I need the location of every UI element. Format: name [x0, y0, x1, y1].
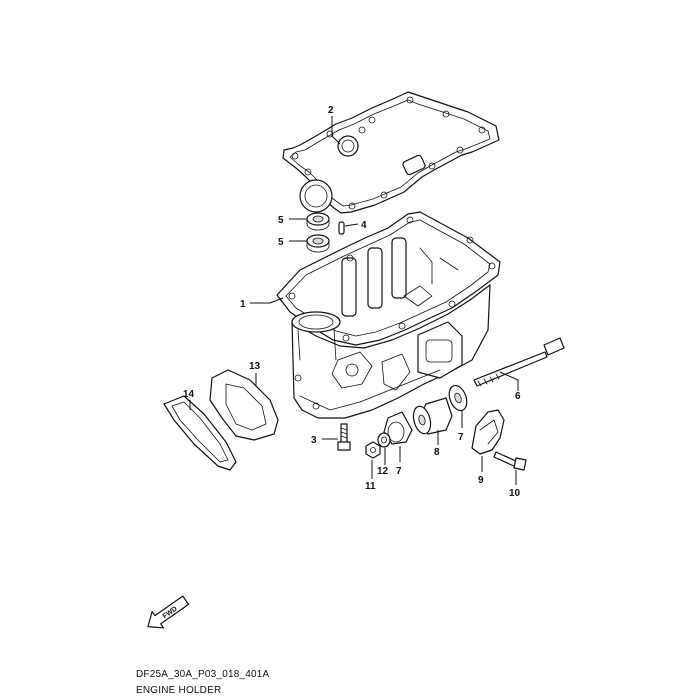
callout-14: 14 [183, 389, 195, 400]
drawing-code: DF25A_30A_P03_018_401A [136, 669, 270, 680]
nut-part [365, 441, 381, 459]
callout-3: 3 [311, 435, 317, 446]
callout-1: 1 [240, 299, 246, 310]
callout-5-upper: 5 [278, 215, 284, 226]
callout-7-lower: 7 [396, 466, 402, 477]
through-bolt-part [473, 337, 565, 387]
oil-seal-upper [306, 212, 330, 231]
washer-part [377, 432, 391, 448]
callout-labels: 2 5 4 5 1 13 6 14 7 3 8 12 7 9 11 10 [183, 105, 521, 499]
gasket-part [282, 91, 500, 214]
callout-11: 11 [365, 481, 376, 492]
clamp-bolt-part [493, 451, 527, 471]
cover-seal-part [163, 395, 237, 471]
callout-4: 4 [361, 220, 367, 231]
forward-direction-arrow: FWD [147, 595, 190, 629]
callout-12: 12 [377, 466, 389, 477]
rubber-mount-part [412, 397, 453, 435]
mount-clamp-part [471, 409, 505, 455]
holder-cover-part [209, 369, 279, 441]
callout-7-upper: 7 [458, 432, 464, 443]
leader-lines [189, 116, 519, 485]
callout-10: 10 [509, 488, 521, 499]
dowel-pin-part [338, 221, 345, 235]
oil-seal-lower [306, 234, 330, 253]
callout-8: 8 [434, 447, 440, 458]
drawing-title: ENGINE HOLDER [136, 685, 222, 696]
callout-5-lower: 5 [278, 237, 284, 248]
bolt-part [337, 423, 351, 451]
callout-9: 9 [478, 475, 484, 486]
mount-cap-lower [383, 411, 413, 445]
callout-13: 13 [249, 361, 261, 372]
callout-2: 2 [328, 105, 334, 116]
callout-6: 6 [515, 391, 521, 402]
engine-holder-part [276, 211, 501, 419]
fwd-label: FWD [162, 606, 179, 621]
